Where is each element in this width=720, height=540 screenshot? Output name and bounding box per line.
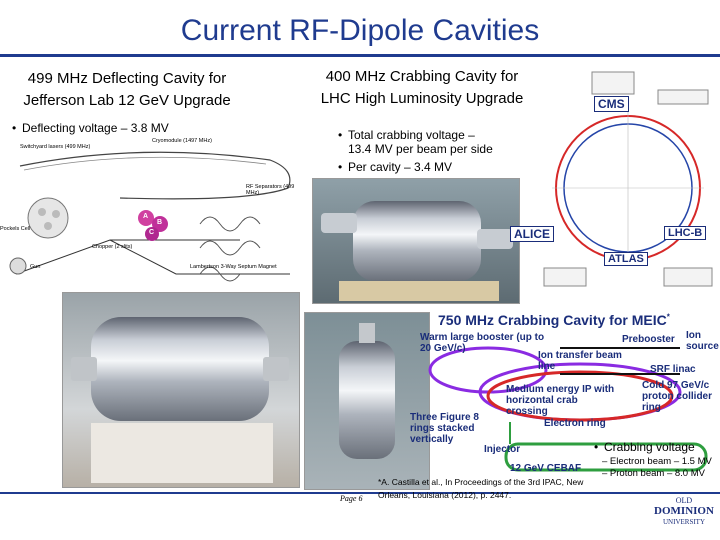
- meic-label-ion-transfer: Ion transfer beam line: [538, 350, 622, 372]
- label-hall-c: C: [149, 229, 155, 236]
- meic-cavity-body-2: [339, 341, 395, 459]
- label-hall-b: B: [157, 219, 163, 226]
- lhc-bullet-total: •Total crabbing voltage – 13.4 MV per be…: [338, 128, 538, 156]
- lhc-bullet1-line1: Total crabbing voltage –: [348, 128, 475, 142]
- jlab-bullet-text: Deflecting voltage – 3.8 MV: [22, 121, 169, 135]
- jlab-schematic-drawing: [0, 136, 300, 284]
- meic-layout-diagram: Warm large booster (up to 20 GeV/c) Ion …: [410, 330, 719, 476]
- meic-cavity-photo-1: [62, 292, 300, 488]
- label-hall-a: A: [143, 213, 149, 220]
- title-divider: [0, 54, 720, 57]
- meic-cavity-flange-right: [263, 357, 289, 381]
- lhc-heading-line1: 400 MHz Crabbing Cavity for: [325, 68, 519, 85]
- meic-label-medium-ip: Medium energy IP with horizontal crab cr…: [506, 384, 615, 417]
- lhc-heading-line2: LHC High Luminosity Upgrade: [320, 90, 524, 107]
- meic-bullet: •Crabbing voltage: [594, 440, 695, 454]
- label-lambertson: Lambertson 3-Way Septum Magnet: [190, 264, 277, 270]
- lhc-cavity-port-right: [477, 229, 513, 249]
- meic-label-booster: Warm large booster (up to 20 GeV/c): [420, 332, 545, 354]
- meic-layout-drawing: [428, 346, 708, 472]
- university-logo: OLD DOMINION UNIVERSITY: [648, 496, 720, 540]
- logo-line1: OLD: [675, 496, 693, 505]
- label-cryomodule: Cryomodule (1497 MHz): [152, 138, 212, 144]
- label-separators: RF Separators (499 MHz): [246, 184, 295, 196]
- logo-line2: DOMINION: [654, 505, 714, 517]
- lhc-ring-diagram: CMS ALICE ATLAS LHC-B: [510, 68, 716, 290]
- meic-label-collider: Cold 97 GeV/c proton collider ring: [642, 380, 712, 413]
- lhc-cavity-photo: [312, 178, 520, 304]
- meic-sub-proton: – Proton beam – 8.0 MV: [602, 468, 705, 479]
- footnote: *A. Castilla et al., In Proceedings of t…: [378, 476, 638, 502]
- meic-label-three-fig8: Three Figure 8 rings stacked vertically: [410, 412, 479, 445]
- label-switchyard: Switchyard lasers (499 MHz): [20, 144, 91, 150]
- meic-cavity-port-top: [359, 323, 375, 343]
- meic-cavity-photo-2: [304, 312, 430, 490]
- meic-label-injector: Injector: [484, 444, 521, 455]
- lhc-bullet1-line2: 13.4 MV per beam per side: [348, 142, 493, 156]
- meic-cavity-stand: [91, 423, 273, 483]
- meic-label-electron-ring: Electron ring: [544, 418, 606, 429]
- jlab-heading-line1: 499 MHz Deflecting Cavity for: [27, 70, 227, 87]
- page-number: Page 6: [340, 494, 363, 503]
- footnote-line1: *A. Castilla et al., In Proceedings of t…: [378, 477, 584, 487]
- jlab-schematic: Switchyard lasers (499 MHz) Cryomodule (…: [0, 136, 300, 284]
- footnote-line2: Orleans, Louisiana (2012), p. 2447.: [378, 490, 512, 500]
- meic-cavity-flange-left: [71, 357, 97, 381]
- meic-label-cebaf: 12 GeV CEBAF: [510, 463, 582, 474]
- meic-label-srf-linac: SRF linac: [650, 364, 696, 375]
- lhc-cavity-stand: [339, 281, 499, 301]
- meic-label-ion-source: Ion source: [686, 330, 719, 352]
- lhc-cavity-port-left: [321, 213, 357, 233]
- jlab-bullet: •Deflecting voltage – 3.8 MV: [12, 121, 169, 135]
- meic-sub-electron: – Electron beam – 1.5 MV: [602, 456, 712, 467]
- jlab-heading-line2: Jefferson Lab 12 GeV Upgrade: [23, 92, 231, 109]
- meic-heading-text: 750 MHz Crabbing Cavity for MEIC: [438, 312, 667, 328]
- slide-title: Current RF-Dipole Cavities: [180, 14, 540, 47]
- label-chopper: Chopper (2 slits): [92, 244, 133, 250]
- lhc-bullet-cavity: •Per cavity – 3.4 MV: [338, 160, 453, 174]
- lhc-heading: 400 MHz Crabbing Cavity for LHC High Lum…: [300, 66, 544, 110]
- meic-cavity-body-1: [91, 317, 269, 421]
- logo-line3: UNIVERSITY: [663, 518, 705, 526]
- meic-heading-footnote-mark: *: [666, 312, 670, 322]
- lhc-cavity-body: [353, 201, 481, 281]
- ring-label-alice: ALICE: [510, 226, 554, 242]
- label-gun: Gun: [30, 264, 41, 270]
- meic-label-prebooster: Prebooster: [622, 334, 675, 345]
- lhc-bullet2-text: Per cavity – 3.4 MV: [348, 160, 453, 174]
- ring-label-atlas: ATLAS: [604, 252, 648, 266]
- meic-heading: 750 MHz Crabbing Cavity for MEIC*: [438, 312, 720, 328]
- meic-sub-bullets: – Electron beam – 1.5 MV – Proton beam –…: [602, 456, 718, 480]
- meic-bullet-text: Crabbing voltage: [604, 440, 695, 454]
- jlab-heading: 499 MHz Deflecting Cavity for Jefferson …: [4, 68, 250, 112]
- lhc-ring-drawing: [543, 71, 713, 287]
- footer-divider: [0, 492, 720, 494]
- label-pockels: Pockels Cell: [0, 226, 31, 232]
- ring-label-cms: CMS: [594, 96, 629, 112]
- ring-label-lhcb: LHC-B: [664, 226, 707, 240]
